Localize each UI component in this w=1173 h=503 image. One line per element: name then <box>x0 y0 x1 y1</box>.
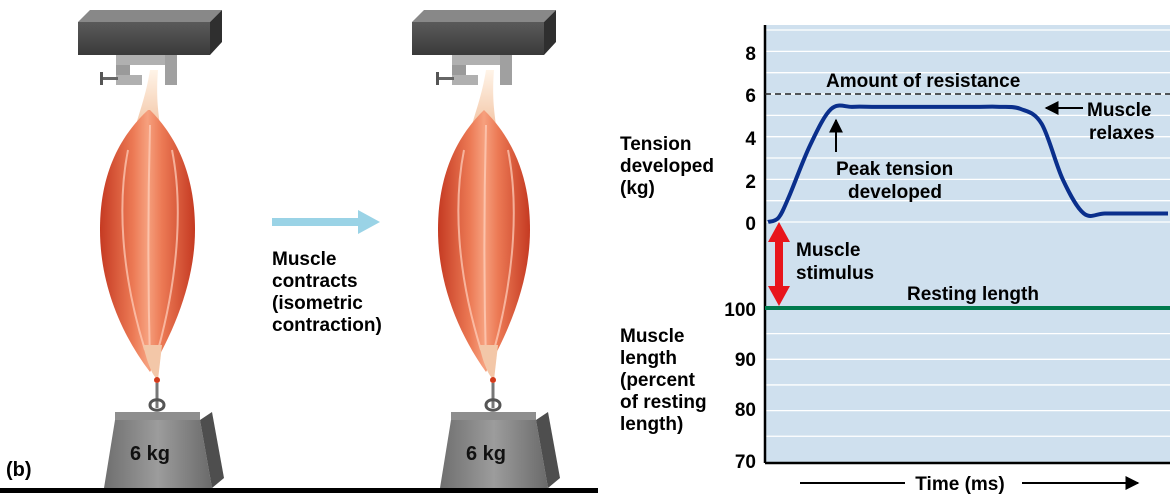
caption-line: (isometric <box>272 293 363 314</box>
annotation-line: Muscle <box>796 240 860 261</box>
axis-title-line: developed <box>620 156 714 177</box>
time-label: Time (ms) <box>915 474 1004 495</box>
muscle-left <box>100 70 195 412</box>
annotation-line: Muscle <box>1087 100 1151 121</box>
apparatus-right: 6 kg <box>412 10 560 488</box>
axis-title-line: length) <box>620 414 683 435</box>
caption-line: Muscle <box>272 249 336 270</box>
axis-title-line: Muscle <box>620 326 684 347</box>
clamp-icon <box>100 55 177 85</box>
weight-right: 6 kg <box>440 412 560 488</box>
axis-title-line: (percent <box>620 370 696 391</box>
resting-length-label: Resting length <box>907 284 1039 305</box>
axis-title-line: of resting <box>620 392 707 413</box>
tension-tick: 0 <box>745 214 756 235</box>
annotation-line: relaxes <box>1089 123 1155 144</box>
graph-panel <box>765 25 1170 462</box>
tension-tick: 8 <box>745 44 756 65</box>
stimulus-label: Muscle stimulus <box>796 240 874 284</box>
ground-line <box>0 488 598 493</box>
resistance-label: Amount of resistance <box>826 71 1020 92</box>
panel-label: (b) <box>6 459 32 481</box>
tension-tick: 6 <box>745 86 756 107</box>
length-tick: 80 <box>735 400 756 421</box>
length-axis-title: Muscle length (percent of resting length… <box>620 326 707 435</box>
relaxes-label: Muscle relaxes <box>1087 100 1155 144</box>
contraction-arrow-icon <box>272 210 380 234</box>
annotation-line: developed <box>848 182 942 203</box>
annotation-line: Peak tension <box>836 159 953 180</box>
caption-line: contraction) <box>272 315 382 336</box>
clamp-icon <box>436 55 512 85</box>
tension-tick: 4 <box>745 129 756 150</box>
length-tick: 90 <box>735 350 756 371</box>
tension-axis-title: Tension developed (kg) <box>620 134 714 199</box>
support-block <box>78 10 222 55</box>
axis-title-line: length <box>620 348 677 369</box>
caption-line: contracts <box>272 271 358 292</box>
weight-label: 6 kg <box>466 443 506 465</box>
length-tick: 70 <box>735 452 756 473</box>
weight-left: 6 kg <box>104 412 224 488</box>
axis-title-line: Tension <box>620 134 691 155</box>
axis-title-line: (kg) <box>620 178 655 199</box>
length-tick: 100 <box>724 300 756 321</box>
tension-curve <box>767 103 1168 224</box>
muscle-right <box>438 70 530 412</box>
contraction-caption: Muscle contracts (isometric contraction) <box>272 249 382 336</box>
support-block <box>412 10 556 55</box>
weight-label: 6 kg <box>130 443 170 465</box>
stimulus-arrow-icon <box>768 222 790 306</box>
peak-label: Peak tension developed <box>836 159 953 203</box>
apparatus-left: 6 kg <box>78 10 224 488</box>
tension-tick: 2 <box>745 172 756 193</box>
annotation-line: stimulus <box>796 263 874 284</box>
